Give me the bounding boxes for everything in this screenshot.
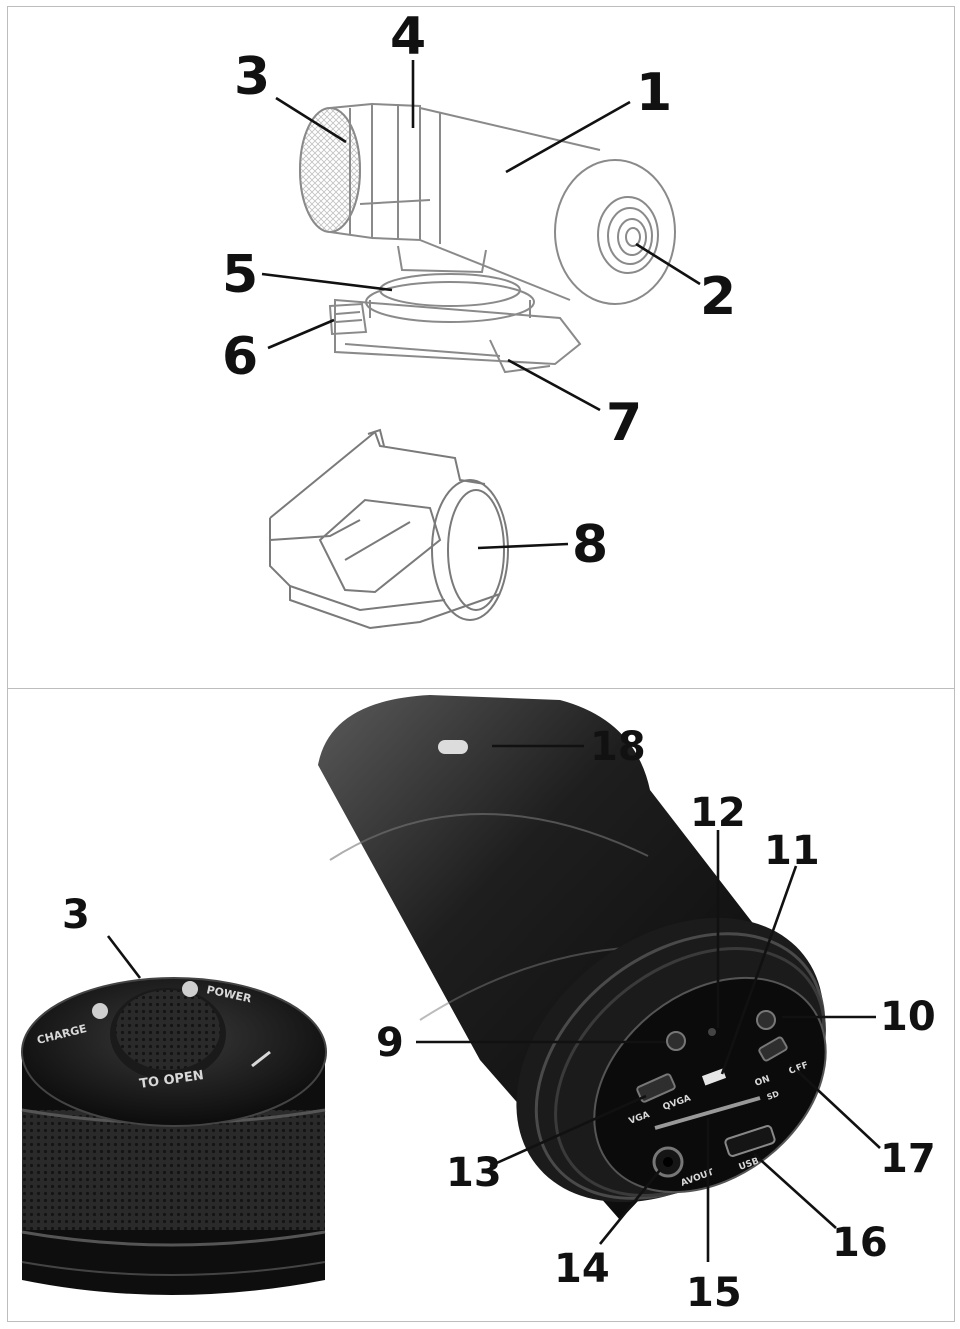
callout-3: 3: [234, 47, 270, 107]
top-leader-lines: [261, 60, 701, 550]
lens-end: [554, 159, 676, 305]
callout-8: 8: [572, 515, 608, 575]
ring: [371, 103, 421, 242]
usb-port: [724, 1125, 776, 1157]
port-10-button: [756, 1010, 776, 1030]
callout-12: 12: [690, 790, 746, 836]
callout-2: 2: [700, 267, 736, 327]
base-plate: [334, 298, 582, 366]
port-12-hole: [708, 1028, 716, 1036]
top-panel: [7, 6, 955, 648]
indicator-18: [438, 740, 468, 754]
callout-7: 7: [606, 393, 642, 453]
handlebar-mount: [269, 428, 509, 630]
port-9-button: [666, 1031, 686, 1051]
callout-1: 1: [636, 63, 672, 123]
bottom-leader-lines: [106, 744, 881, 1262]
divider-panel: [7, 646, 955, 689]
camera-line-drawing: [269, 102, 676, 630]
callout-15: 15: [686, 1270, 742, 1316]
callout-17: 17: [880, 1136, 936, 1182]
led-11: [701, 1068, 727, 1086]
switch-17: [758, 1036, 788, 1062]
camera-barrel-photo: VGA QVGA ON OFF AVOUT USB SD: [318, 695, 827, 1220]
on-label: ON: [754, 1074, 772, 1089]
callout-16: 16: [832, 1220, 888, 1266]
sd-label: SD: [766, 1089, 781, 1102]
main-tube: [419, 107, 601, 301]
callout-4: 4: [390, 7, 426, 67]
rear-cap-body: [329, 102, 373, 240]
callout-13: 13: [446, 1150, 502, 1196]
swivel-collar: [397, 245, 487, 274]
sd-slot: [654, 1096, 761, 1130]
callout-14: 14: [554, 1246, 610, 1292]
rear-cap-photo: CHARGE POWER TO OPEN: [21, 977, 327, 1295]
callout-9: 9: [376, 1020, 404, 1066]
clip-lever: [328, 302, 368, 336]
top-callouts: 3 4 1 2 5 6 7 8: [222, 7, 736, 575]
callout-5: 5: [222, 245, 258, 305]
callout-3b: 3: [62, 892, 90, 938]
switch-13: [636, 1073, 676, 1103]
callout-11: 11: [764, 828, 820, 874]
callout-6: 6: [222, 327, 258, 387]
bottom-callouts: 3 18 12 11 9 10 17 13 16 14 15: [62, 724, 936, 1316]
callout-10: 10: [880, 994, 936, 1040]
callout-18: 18: [590, 724, 646, 770]
